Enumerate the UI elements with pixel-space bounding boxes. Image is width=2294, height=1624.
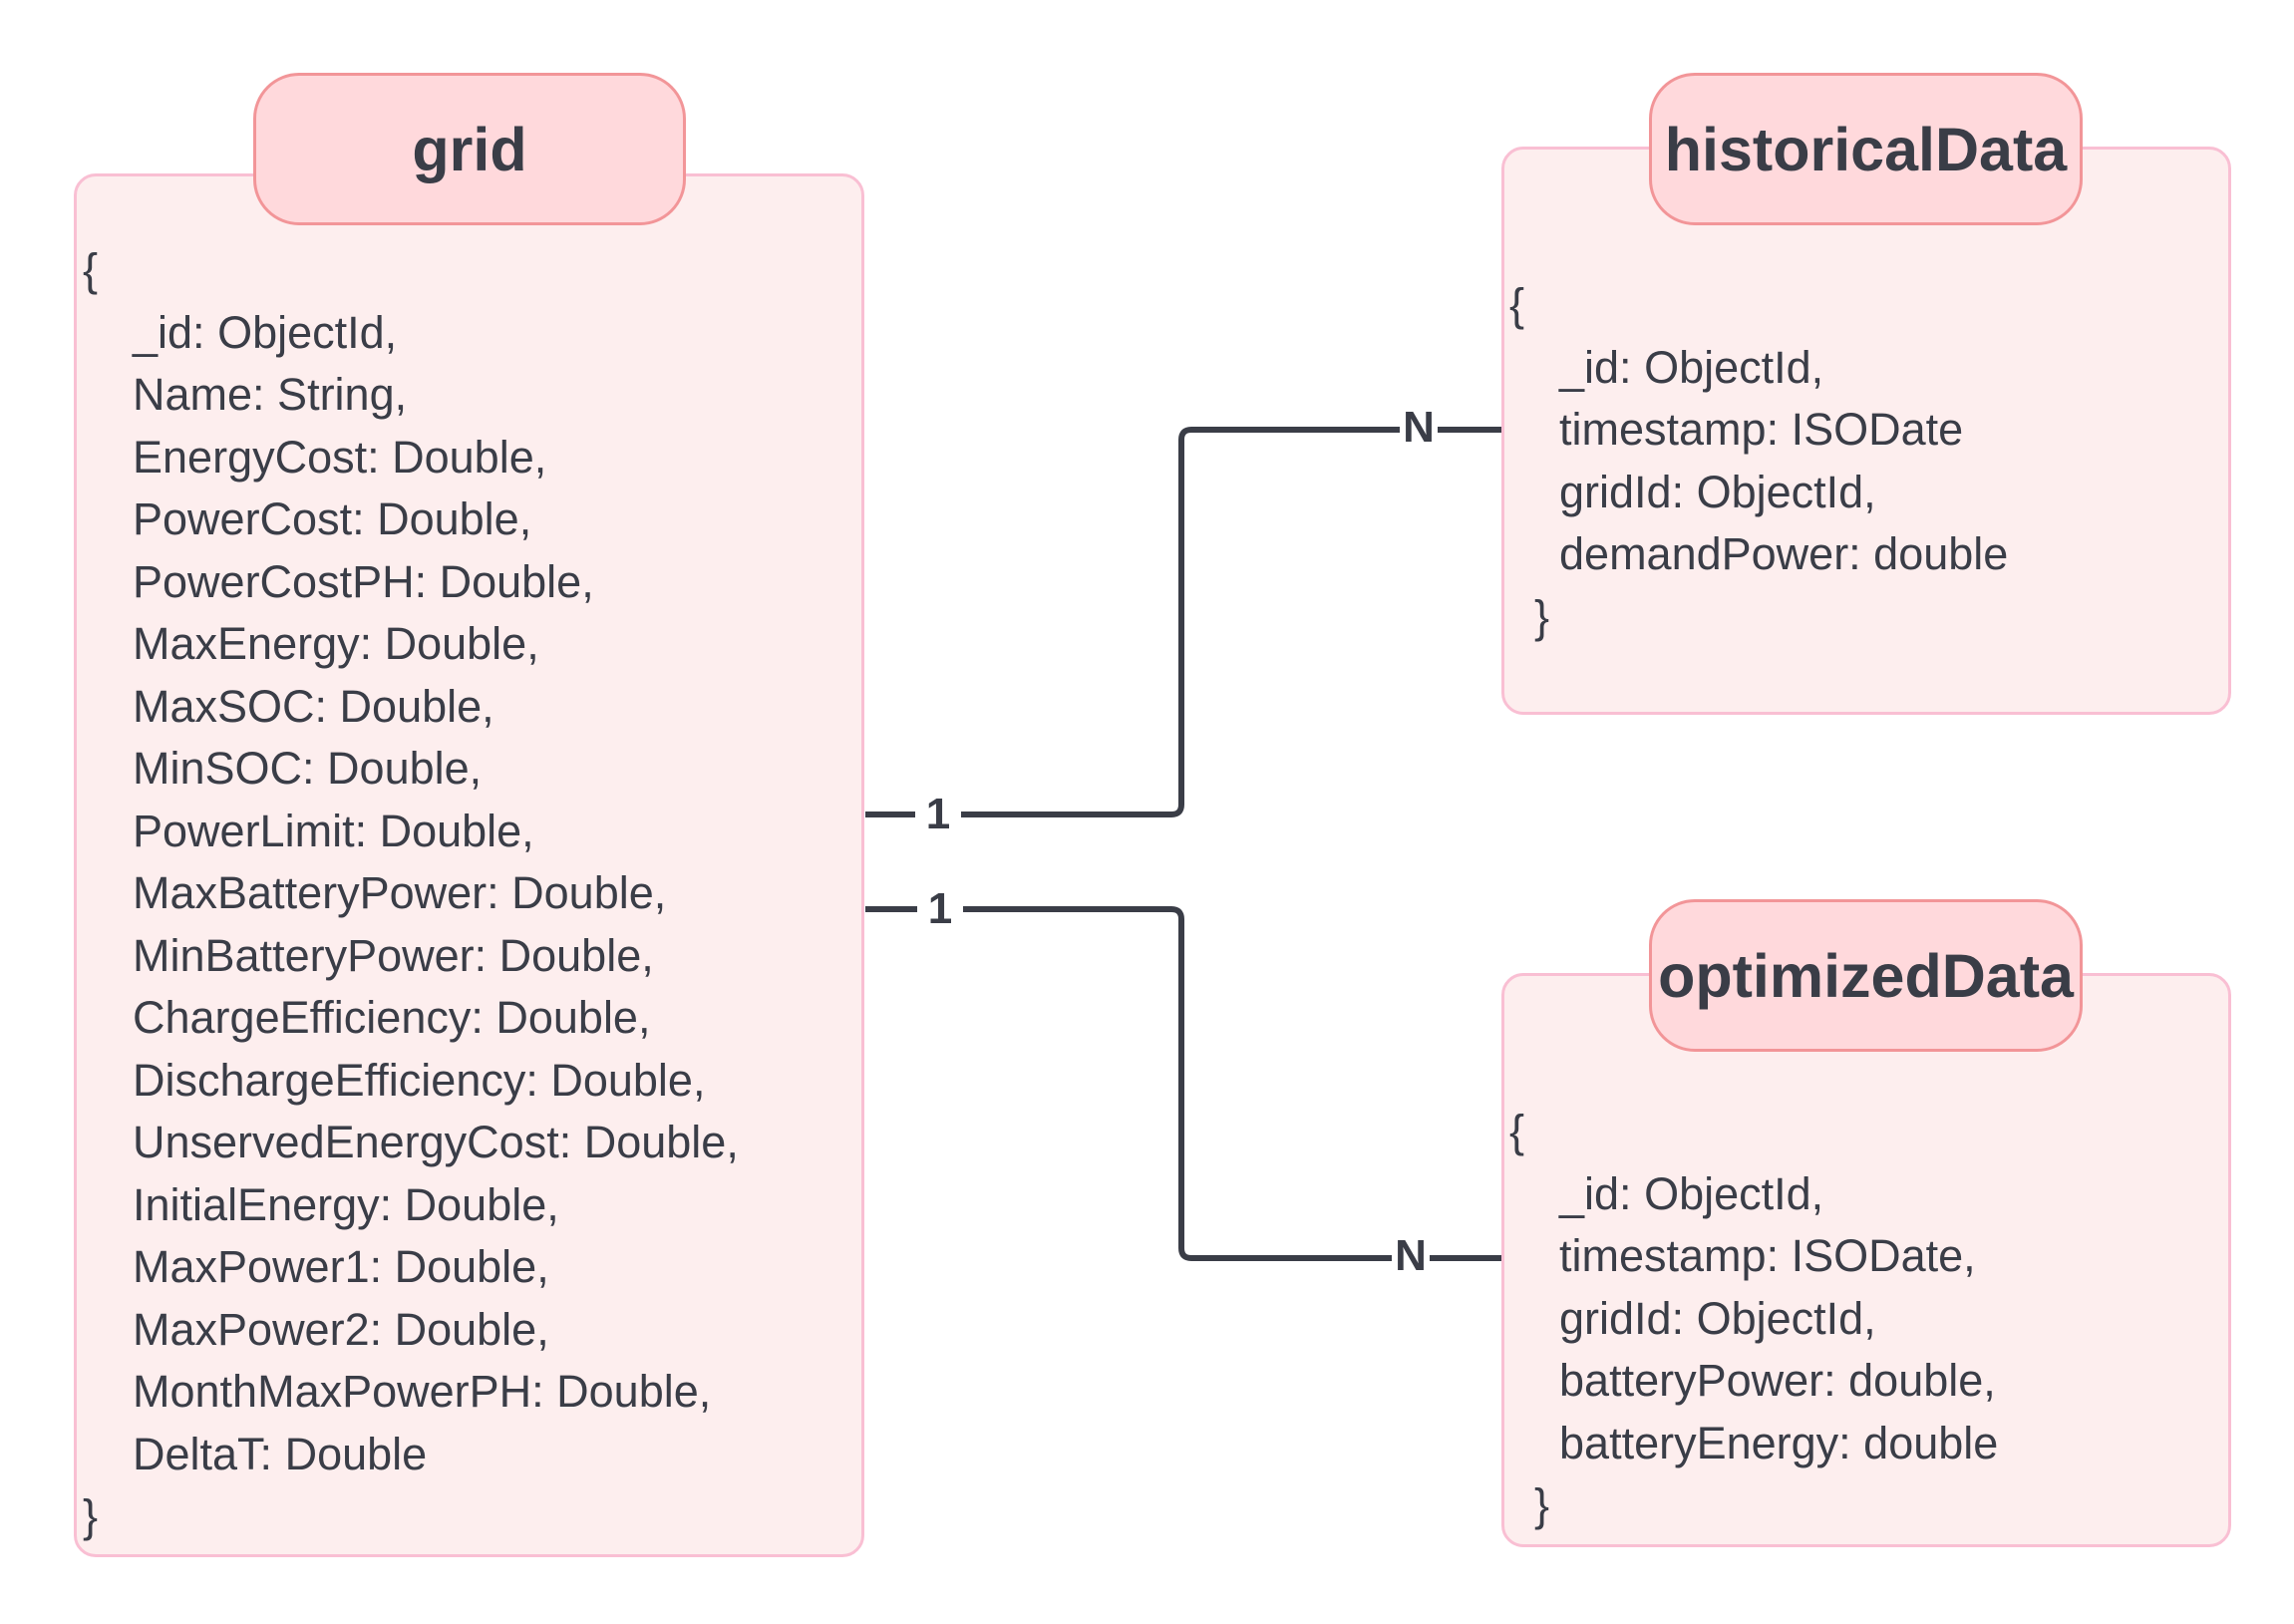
cardinality-grid-historical-from: 1 [926, 790, 950, 838]
cardinality-grid-optimized-to: N [1395, 1231, 1427, 1280]
relation-line-grid-optimized[interactable] [865, 906, 1501, 1261]
card-bg [1400, 403, 1438, 455]
entity-grid-fields: { _id: ObjectId, Name: String, EnergyCos… [83, 244, 739, 1541]
entity-optimized-data-title[interactable]: optimizedData [1649, 899, 2083, 1052]
cardinality-grid-optimized-from: 1 [928, 884, 952, 933]
entity-optimized-data[interactable] [1501, 973, 2231, 1547]
card-bg [917, 882, 963, 934]
cardinality-grid-historical-to: N [1403, 403, 1435, 452]
entity-optimized-data-fields: { _id: ObjectId, timestamp: ISODate, gri… [1509, 1106, 1999, 1530]
entity-historical-data-title[interactable]: historicalData [1649, 73, 2083, 225]
entity-grid[interactable] [74, 173, 864, 1557]
relation-line-grid-historical[interactable] [865, 427, 1501, 817]
card-bg [915, 788, 961, 839]
entity-grid-title[interactable]: grid [253, 73, 686, 225]
entity-historical-data-fields: { _id: ObjectId, timestamp: ISODate grid… [1509, 279, 2009, 642]
entity-historical-data[interactable] [1501, 147, 2231, 715]
card-bg [1392, 1231, 1430, 1283]
